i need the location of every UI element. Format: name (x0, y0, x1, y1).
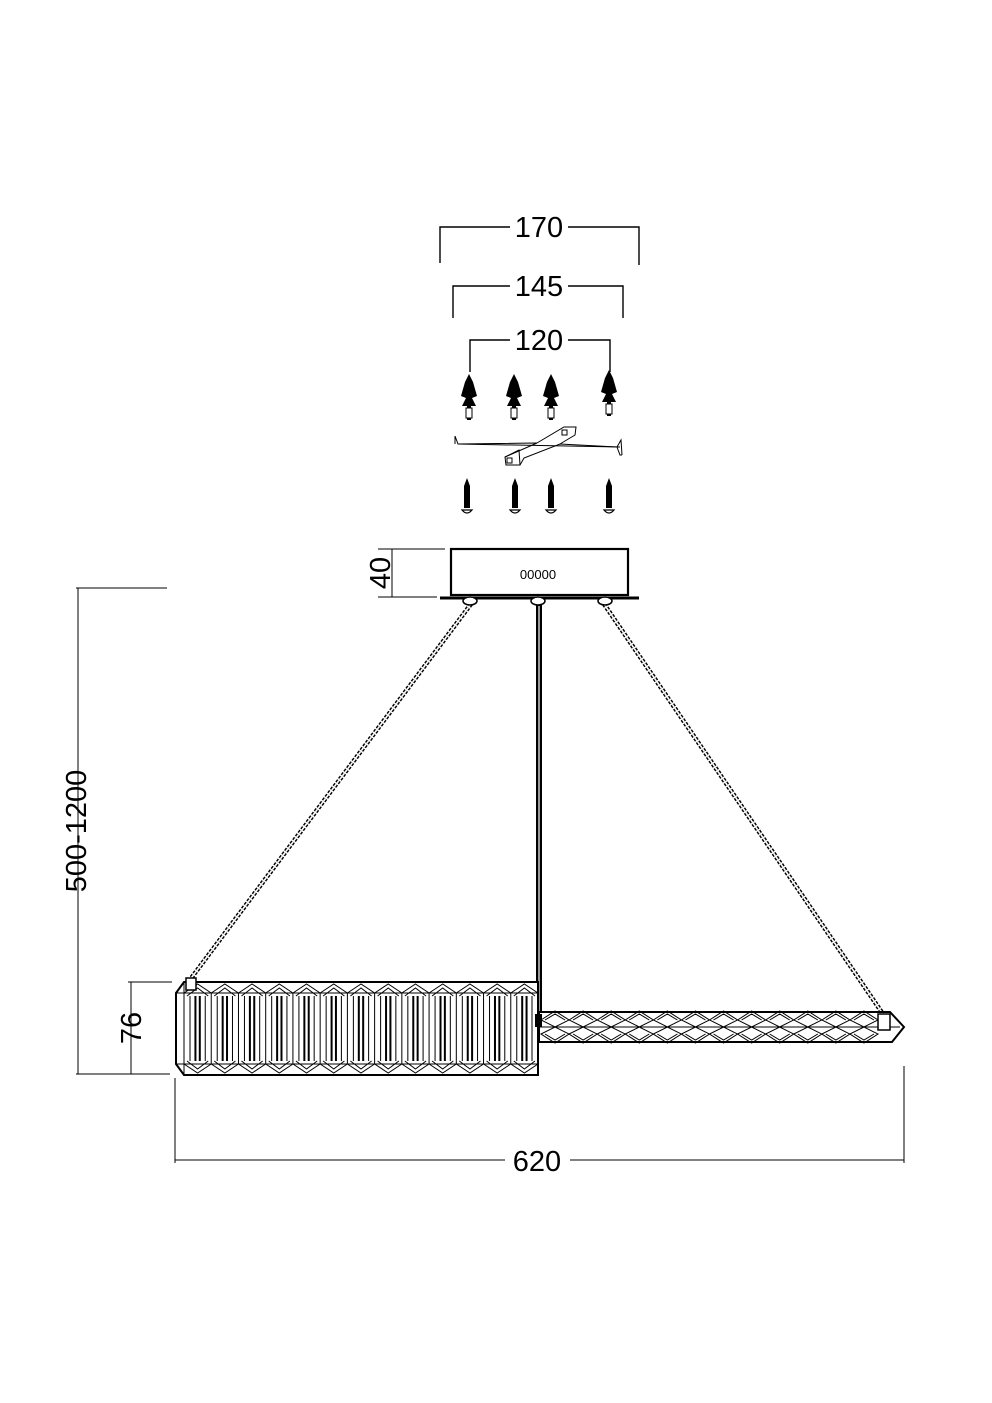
dimension-620-label: 620 (513, 1146, 561, 1178)
dimension-120: 120 (469, 325, 611, 372)
dimension-40: 40 (365, 548, 445, 598)
dimension-76-label: 76 (116, 1012, 148, 1044)
crystal-column (346, 983, 375, 1074)
screw-icon (508, 478, 522, 514)
crystal-column (319, 983, 348, 1074)
canopy-label: 00000 (520, 567, 556, 582)
crystal-column (210, 983, 239, 1074)
suspension-cables (187, 596, 887, 1020)
mounting-bracket (454, 426, 623, 466)
dimension-500-1200: 500-1200 (61, 587, 170, 1075)
dimension-170: 170 (439, 212, 640, 265)
screw-icon (544, 478, 558, 514)
screws (460, 478, 616, 514)
crystal-columns (183, 983, 539, 1074)
crystal-column (292, 983, 321, 1074)
dimension-40-label: 40 (365, 557, 397, 589)
crystal-column (510, 983, 539, 1074)
crystal-ring-front (175, 977, 539, 1076)
canopy: 00000 (440, 547, 639, 600)
wall-anchor-icon (601, 370, 617, 416)
dimension-76: 76 (116, 981, 172, 1075)
dimension-145-label: 145 (515, 271, 563, 303)
crystal-column (483, 983, 512, 1074)
screw-icon (602, 478, 616, 514)
wall-anchor-icon (543, 374, 559, 420)
dimension-120-label: 120 (515, 325, 563, 357)
wall-anchors (461, 370, 617, 420)
crystal-column (374, 983, 403, 1074)
screw-icon (460, 478, 474, 514)
wall-anchor-icon (506, 374, 522, 420)
crystal-column (265, 983, 294, 1074)
dimension-145: 145 (452, 271, 624, 318)
dimension-170-label: 170 (515, 212, 563, 244)
crystal-column (237, 983, 266, 1074)
crystal-column (401, 983, 430, 1074)
crystal-column (428, 983, 457, 1074)
crystal-column (455, 983, 484, 1074)
crystal-column (183, 983, 212, 1074)
dimension-500-1200-label: 500-1200 (61, 770, 93, 893)
crystal-ring-side (535, 1010, 906, 1044)
wall-anchor-icon (461, 374, 477, 420)
dimension-620: 620 (174, 1066, 905, 1178)
crystal-diamonds (539, 1010, 880, 1044)
